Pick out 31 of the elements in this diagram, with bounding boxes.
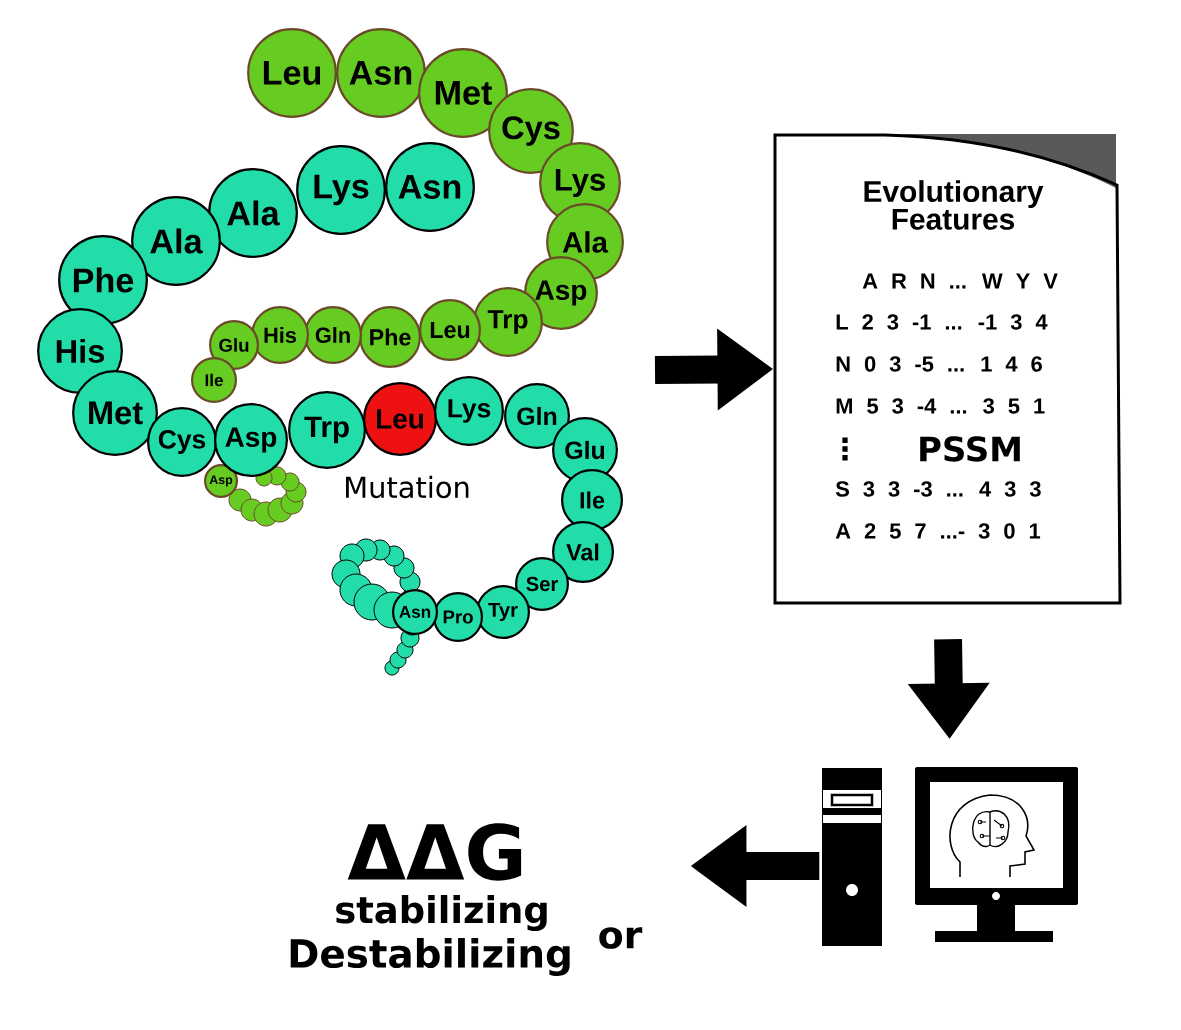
amino-acid-bead: Asp	[214, 403, 288, 477]
amino-acid-bead: Pro	[433, 592, 483, 642]
amino-acid-bead: Leu	[363, 382, 437, 456]
matrix-title: PSSM	[920, 436, 1020, 462]
heading: Evolutionary Features	[864, 180, 1044, 230]
amino-acid-bead: Asn	[336, 28, 426, 118]
matrix-row: N 0 3 -5 ... 1 4 6	[836, 356, 1042, 372]
amino-acid-bead: Gln	[304, 306, 362, 364]
matrix-row: S 3 3 -3 ... 4 3 3	[835, 481, 1041, 497]
amino-acid-bead: Asn	[385, 142, 475, 232]
matrix-row: L 2 3 -1 ... -1 3 4	[836, 314, 1048, 330]
amino-acid-bead: Trp	[288, 391, 366, 469]
vertical-ellipsis: ⋮	[842, 437, 848, 461]
matrix-row: M 5 3 -4 ... 3 5 1	[836, 398, 1045, 414]
amino-acid-bead: Lys	[296, 145, 386, 235]
amino-acid-bead: Leu	[419, 299, 481, 361]
amino-acid-bead: Ile	[191, 357, 237, 403]
amino-acid-bead: Leu	[247, 28, 337, 118]
amino-acid-bead: Ala	[208, 168, 298, 258]
matrix-row: A R N ... W Y V	[862, 273, 1058, 289]
amino-acid-bead: Asn	[392, 589, 438, 635]
matrix-row: A 2 5 7 ...- 3 0 1	[835, 523, 1041, 539]
mutation-label: Mutation	[346, 475, 469, 499]
result-text: stabilizing	[336, 895, 547, 931]
amino-acid-bead: Phe	[359, 306, 421, 368]
amino-acid-bead: Lys	[434, 376, 504, 446]
delta-delta-g-label: ΔΔG	[347, 823, 522, 881]
result-text: Destabilizing	[290, 938, 570, 976]
amino-acid-bead: Met	[72, 370, 158, 456]
computer-drawing	[822, 767, 1078, 946]
result-text: or	[599, 927, 643, 949]
